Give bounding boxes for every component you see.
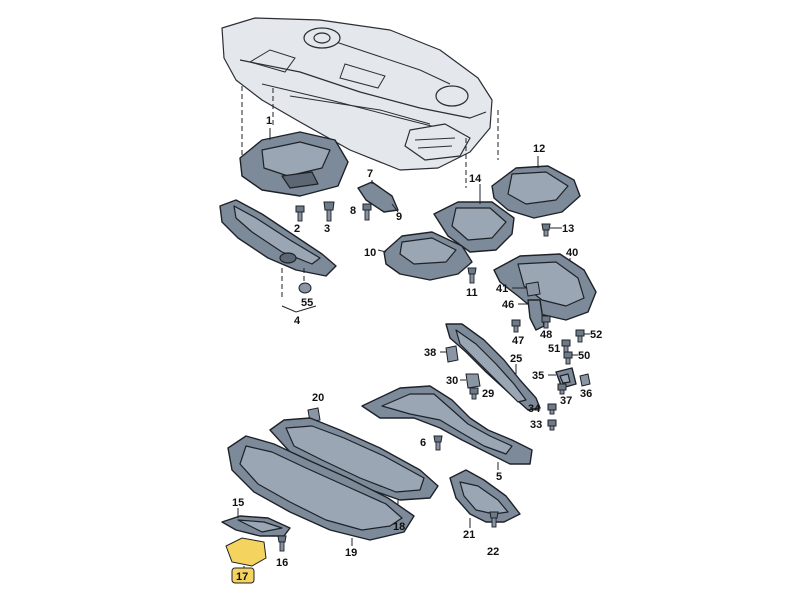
bracket-46	[527, 299, 545, 331]
bolt-34	[547, 403, 557, 415]
callout-11: 11	[466, 287, 478, 299]
callout-41: 41	[496, 283, 508, 295]
callout-35: 35	[532, 370, 544, 382]
callout-30: 30	[446, 375, 458, 387]
callout-13: 13	[562, 223, 574, 235]
part-17-highlighted-cover	[225, 537, 267, 567]
callout-51: 51	[548, 343, 560, 355]
part-10-shield	[383, 231, 473, 281]
bolt-22	[489, 511, 499, 528]
part-4-side-shield	[219, 199, 337, 277]
bolt-16	[277, 535, 287, 552]
bolt-13	[541, 223, 551, 237]
callout-50: 50	[578, 350, 590, 362]
bracket-35	[555, 367, 577, 389]
bolt-8	[362, 203, 372, 221]
part-14-shield	[433, 201, 515, 253]
clip-55	[298, 282, 312, 294]
part-19-floor-panel	[227, 435, 415, 541]
clip-41	[525, 281, 541, 297]
callout-2: 2	[294, 223, 300, 235]
bolt-3	[323, 201, 335, 222]
callout-15: 15	[232, 497, 244, 509]
callout-4: 4	[294, 315, 301, 327]
callout-6: 6	[420, 437, 426, 449]
callout-33: 33	[530, 419, 542, 431]
callout-3: 3	[324, 223, 330, 235]
callout-14: 14	[469, 173, 482, 185]
callout-37: 37	[560, 395, 572, 407]
callout-17-highlight: 17	[231, 567, 255, 584]
clip-38	[445, 345, 459, 363]
callout-18: 18	[393, 521, 405, 533]
callout-5: 5	[496, 471, 502, 483]
callout-22: 22	[487, 546, 499, 558]
callout-8: 8	[350, 205, 356, 217]
part-21-shield	[449, 469, 521, 523]
bolt-51	[561, 339, 571, 353]
part-15-bracket	[221, 515, 291, 537]
bolt-47	[511, 319, 521, 333]
bolt-48	[541, 315, 551, 329]
callout-17: 17	[236, 571, 248, 583]
callout-34: 34	[528, 403, 541, 415]
callout-29: 29	[482, 388, 494, 400]
callout-36: 36	[580, 388, 592, 400]
callout-20: 20	[312, 392, 324, 404]
part-40-shield	[493, 253, 597, 321]
bolt-29	[469, 387, 479, 400]
bolt-52	[575, 329, 585, 343]
bolt-37	[557, 383, 567, 395]
part-12-shield	[491, 165, 581, 219]
callout-46: 46	[502, 299, 514, 311]
callout-1: 1	[266, 115, 272, 127]
callout-9: 9	[396, 211, 402, 223]
car-underbody-illustration	[221, 17, 493, 171]
callout-12: 12	[533, 143, 545, 155]
callout-40: 40	[566, 247, 578, 259]
callout-52: 52	[590, 329, 602, 341]
bolt-2	[295, 205, 305, 222]
callout-10: 10	[364, 247, 376, 259]
bolt-50	[563, 351, 573, 365]
callout-7: 7	[367, 168, 373, 180]
bolt-6	[433, 435, 443, 451]
callout-16: 16	[276, 557, 288, 569]
clip-30	[465, 373, 481, 389]
callout-48: 48	[540, 329, 552, 341]
callout-55: 55	[301, 297, 313, 309]
callout-21: 21	[463, 529, 475, 541]
callout-19: 19	[345, 547, 357, 559]
callout-25: 25	[510, 353, 522, 365]
bolt-11	[467, 267, 477, 284]
part-1-engine-undertray	[239, 131, 349, 197]
clip-36	[579, 373, 591, 387]
callout-47: 47	[512, 335, 524, 347]
callout-38: 38	[424, 347, 436, 359]
part-5-center-shield	[361, 385, 533, 465]
part-25-tunnel-shield	[445, 323, 541, 411]
callout-labels: 1 7 8 9 2 3 55 4 12 14 13 10 11 40 41 46…	[232, 115, 602, 569]
bolt-33	[547, 419, 557, 431]
